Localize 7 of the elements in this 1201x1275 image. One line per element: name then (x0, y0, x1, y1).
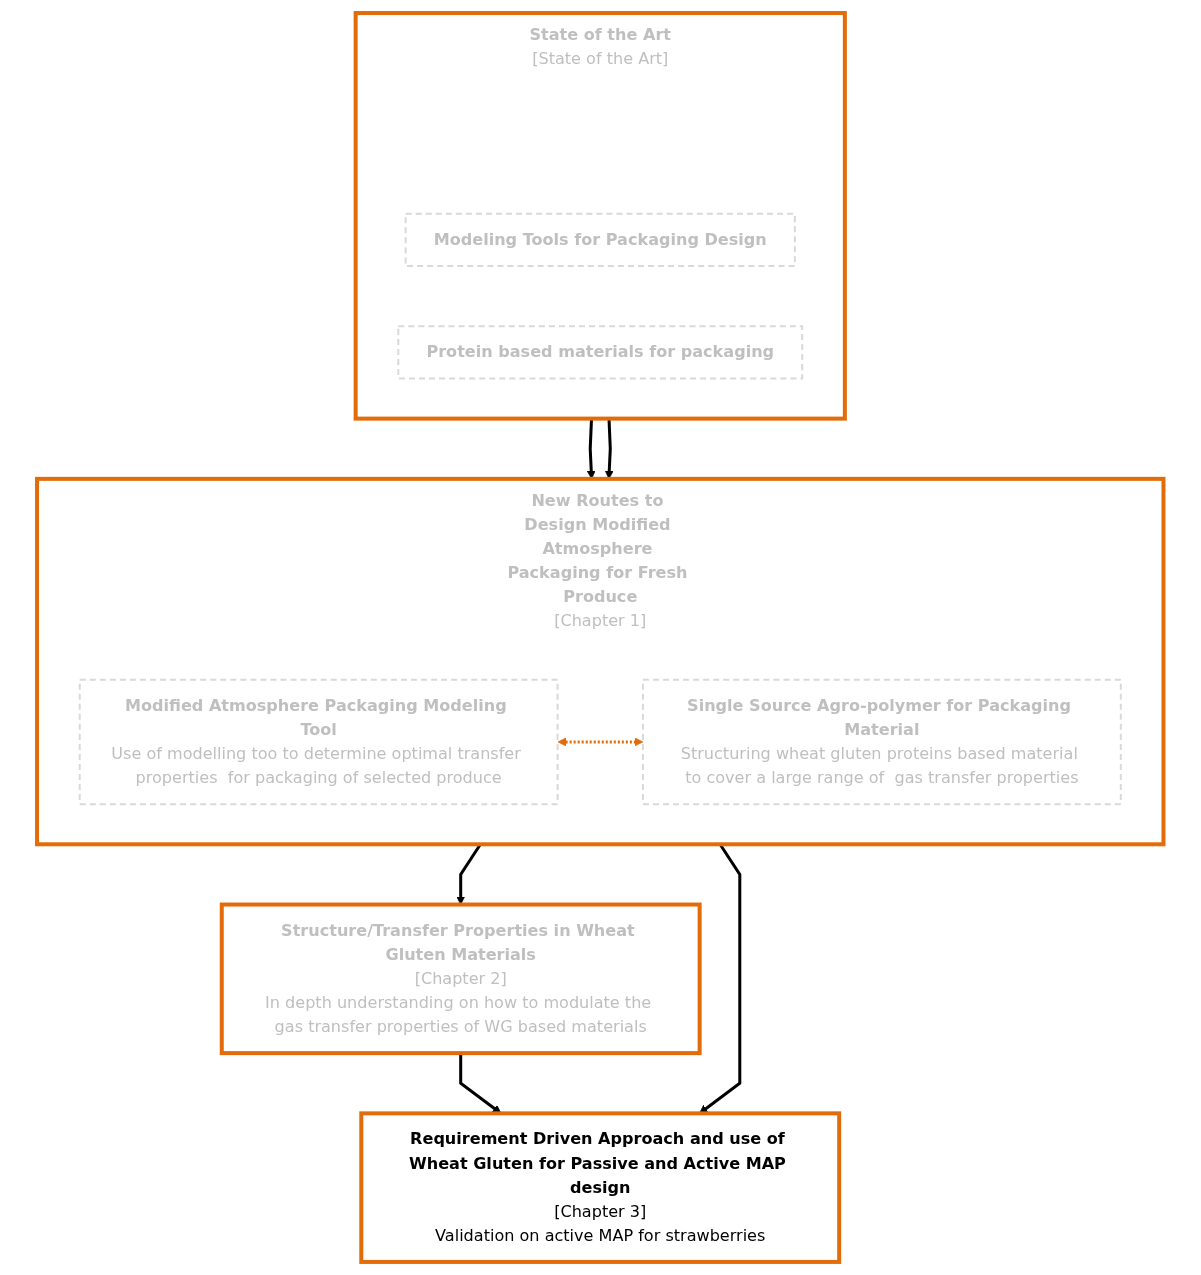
node-box: Modified Atmosphere Packaging Modeling Tool Use of modelling too to determine optimal transfer properties for packaging of selected produce (78, 678, 559, 806)
arrow (557, 737, 644, 747)
node-box: Protein based materials for packaging (397, 325, 804, 380)
node-box: Structure/Transfer Properties in Wheat Gluten Materials [Chapter 2] In depth understanding on how to modulate the gas transfer properties of WG based materials (220, 902, 702, 1056)
node-box: Requirement Driven Approach and use of Wheat Gluten for Passive and Active MAP design [Chapter 3] Validation on active MAP for strawberries (359, 1111, 842, 1264)
node-box: Modeling Tools for Packaging Design (404, 212, 797, 268)
node-box: Single Source Agro-polymer for Packaging Material Structuring wheat gluten proteins based material to cover a large range of gas transfer properties (642, 678, 1123, 806)
